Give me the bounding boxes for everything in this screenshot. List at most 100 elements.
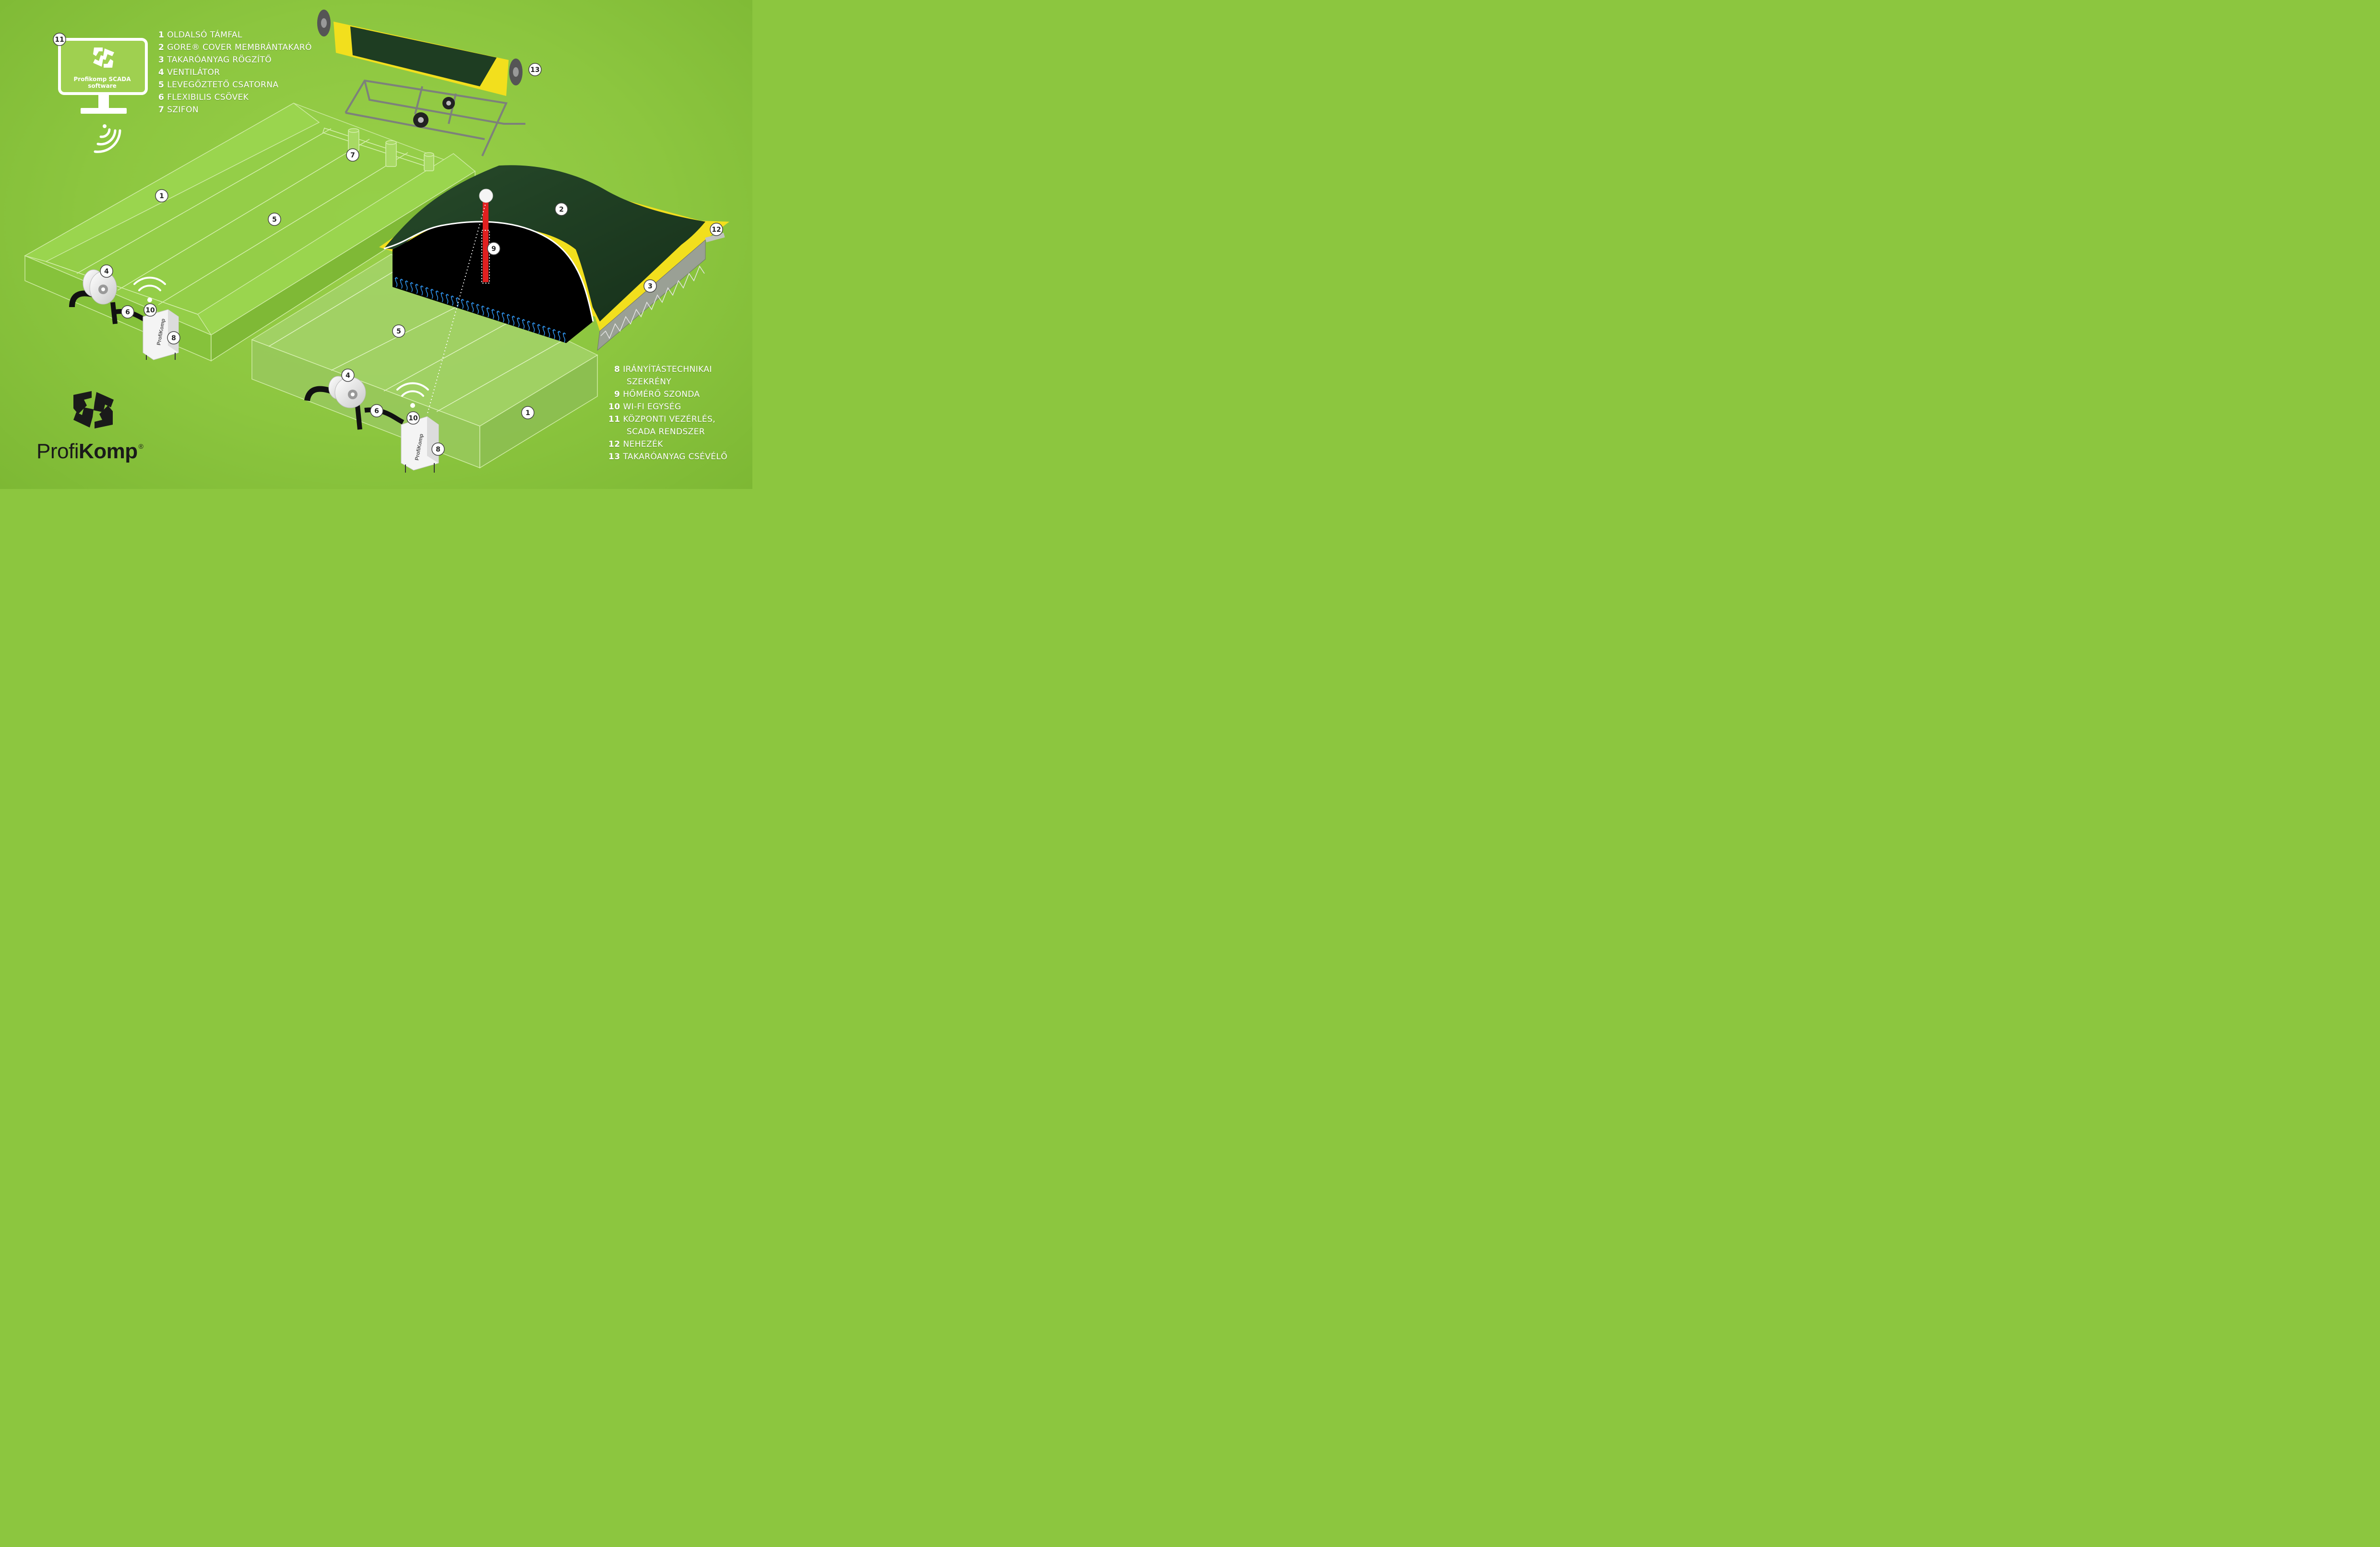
marker-5-left: 5 bbox=[268, 213, 281, 226]
scada-line-1: Profikomp SCADA bbox=[73, 76, 131, 83]
airflow-arrow bbox=[394, 277, 398, 287]
airflow-arrow bbox=[552, 329, 556, 339]
airflow-arrow bbox=[415, 284, 418, 294]
airflow-arrow bbox=[537, 324, 541, 334]
airflow-arrow bbox=[435, 290, 439, 301]
marker-8-right: 8 bbox=[431, 442, 445, 456]
svg-text:3: 3 bbox=[648, 283, 653, 290]
scada-software-label: Profikomp SCADA software bbox=[66, 76, 138, 89]
svg-text:10: 10 bbox=[145, 307, 155, 314]
airflow-arrow bbox=[547, 327, 551, 338]
svg-text:6: 6 bbox=[374, 407, 379, 415]
svg-text:9: 9 bbox=[491, 245, 496, 253]
marker-6-left: 6 bbox=[121, 305, 134, 319]
svg-text:7: 7 bbox=[350, 152, 355, 159]
diagram-artwork: ProfiKomp ProfiKomp bbox=[24, 10, 729, 473]
airflow-arrow bbox=[491, 309, 495, 319]
airflow-arrow bbox=[476, 304, 480, 314]
svg-text:4: 4 bbox=[345, 372, 350, 380]
marker-2: 2 bbox=[555, 202, 568, 216]
airflow-arrow bbox=[506, 314, 510, 324]
fan-icon bbox=[83, 269, 117, 305]
wifi-icon bbox=[133, 276, 166, 302]
gore-cover-membrane bbox=[384, 165, 705, 321]
airflow-arrow bbox=[516, 317, 520, 328]
right-bunker bbox=[251, 165, 729, 469]
marker-13: 13 bbox=[528, 63, 542, 76]
airflow-arrow bbox=[461, 298, 464, 309]
marker-11: 11 bbox=[53, 33, 66, 46]
svg-text:6: 6 bbox=[125, 309, 130, 316]
svg-text:5: 5 bbox=[396, 328, 401, 335]
marker-10-right: 10 bbox=[406, 411, 420, 425]
wifi-icon bbox=[94, 124, 121, 153]
temperature-probe bbox=[479, 189, 493, 284]
profikomp-logo-icon bbox=[73, 391, 114, 428]
airflow-arrow bbox=[451, 295, 454, 306]
airflow-arrow bbox=[562, 332, 566, 343]
airflow-arrow bbox=[486, 307, 490, 318]
marker-1-right: 1 bbox=[521, 406, 535, 419]
airflow-arrows bbox=[394, 277, 566, 343]
legend-item-11-cont: SCADA RENDSZER bbox=[627, 427, 705, 437]
diagram-stage: ProfiKomp ProfiKomp bbox=[0, 0, 752, 489]
left-equipment: ProfiKomp bbox=[69, 269, 179, 360]
svg-text:13: 13 bbox=[530, 66, 539, 74]
scada-line-2: software bbox=[88, 83, 117, 89]
svg-text:10: 10 bbox=[408, 415, 418, 422]
marker-4-left: 4 bbox=[100, 264, 113, 278]
marker-4-right: 4 bbox=[341, 369, 355, 382]
airflow-arrow bbox=[405, 280, 408, 291]
marker-6-right: 6 bbox=[370, 404, 383, 417]
airflow-arrow bbox=[465, 300, 469, 311]
marker-8-left: 8 bbox=[167, 331, 180, 345]
svg-text:4: 4 bbox=[104, 268, 109, 275]
cabinet-icon: ProfiKomp bbox=[143, 309, 179, 360]
svg-text:8: 8 bbox=[436, 446, 440, 453]
airflow-arrow bbox=[471, 302, 475, 312]
number-markers: 11 13 7 1 5 2 12 9 4 3 10 6 8 5 4 6 1 10… bbox=[53, 33, 723, 456]
airflow-arrow bbox=[501, 312, 505, 322]
left-bunker bbox=[24, 103, 476, 362]
svg-text:8: 8 bbox=[171, 334, 176, 342]
airflow-arrow bbox=[527, 321, 531, 331]
svg-text:2: 2 bbox=[559, 206, 564, 214]
scada-logo-icon bbox=[93, 48, 114, 68]
marker-12: 12 bbox=[710, 223, 723, 236]
svg-text:11: 11 bbox=[55, 36, 64, 44]
aeration-channel-lines bbox=[46, 128, 408, 315]
cabinet-icon: ProfiKomp bbox=[401, 416, 439, 473]
airflow-arrow bbox=[430, 288, 434, 299]
airflow-arrow bbox=[542, 325, 546, 336]
legend-item-8-cont: SZEKRÉNY bbox=[627, 377, 672, 387]
airflow-arrow bbox=[522, 319, 525, 329]
airflow-arrow bbox=[445, 294, 449, 304]
airflow-arrow bbox=[512, 315, 515, 326]
left-side-wall-back bbox=[24, 103, 320, 262]
fan-icon bbox=[328, 376, 366, 408]
marker-3: 3 bbox=[643, 279, 657, 293]
airflow-arrow bbox=[481, 305, 485, 316]
weight bbox=[705, 232, 725, 243]
airflow-arrow bbox=[400, 278, 404, 289]
marker-9: 9 bbox=[487, 242, 500, 255]
cover-winder bbox=[317, 10, 525, 156]
siphon bbox=[322, 128, 434, 171]
marker-10-left: 10 bbox=[143, 303, 157, 317]
marker-7: 7 bbox=[346, 148, 359, 162]
airflow-arrow bbox=[440, 292, 444, 302]
airflow-arrow bbox=[496, 310, 500, 321]
airflow-arrow bbox=[532, 322, 536, 333]
